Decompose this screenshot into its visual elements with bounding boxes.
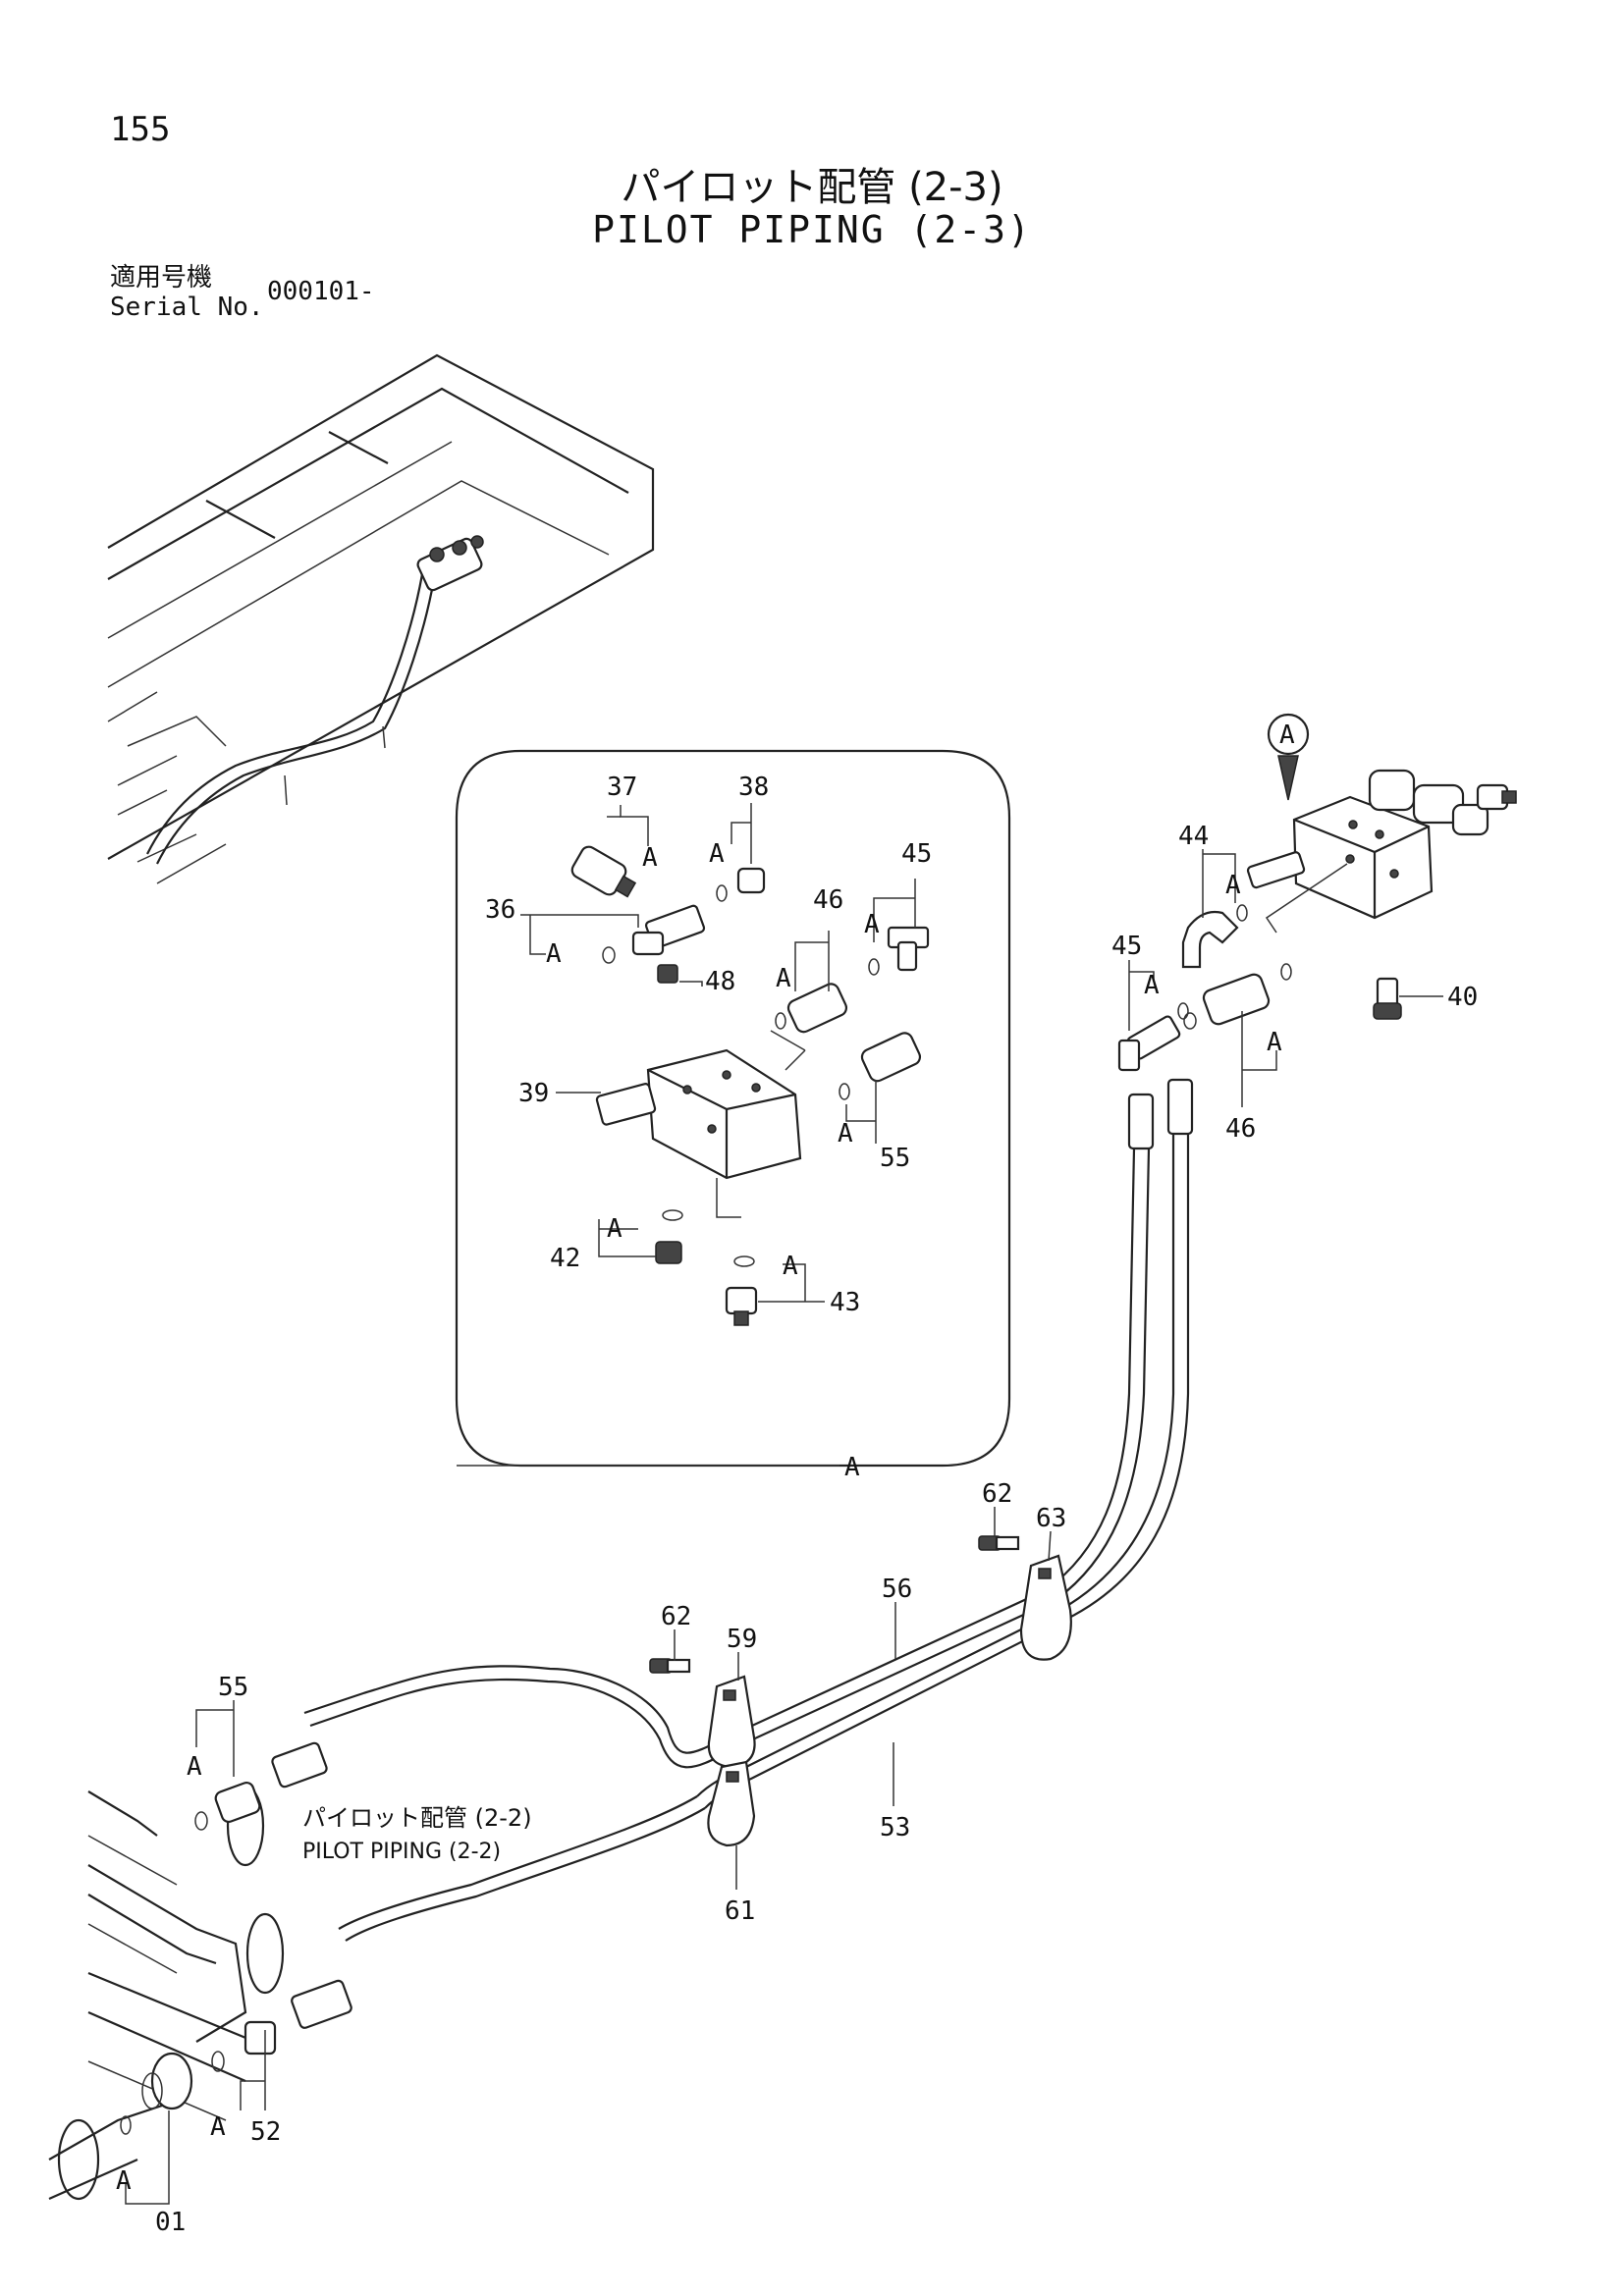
- serial-label-english: Serial No.: [110, 293, 264, 322]
- sub-label-a: A: [1144, 971, 1160, 1000]
- callout-46: 46: [1225, 1114, 1256, 1144]
- callout-44: 44: [1178, 822, 1209, 851]
- callout-45: 45: [1111, 932, 1142, 961]
- main-leaders: [125, 849, 1443, 2205]
- sub-label-a: A: [642, 843, 658, 873]
- sub-label-a: A: [116, 2166, 132, 2196]
- reference-note: パイロット配管 (2-2) PILOT PIPING (2-2): [302, 1804, 532, 1864]
- serial-number-value: 000101-: [267, 277, 375, 306]
- main-callout-labels: 44 45 40 46 62 63 56 62 59 53 61 55 52 0…: [155, 822, 1478, 2237]
- callout-52: 52: [250, 2117, 281, 2147]
- callout-62: 62: [661, 1602, 691, 1631]
- main-sub-labels: A A A A A A: [116, 871, 1282, 2196]
- callout-38: 38: [738, 773, 769, 802]
- callout-01: 01: [155, 2208, 186, 2237]
- detail-view-frame: [455, 749, 1011, 1468]
- view-marker-a: A: [1279, 721, 1295, 750]
- sub-label-a: A: [187, 1752, 202, 1782]
- callout-62: 62: [982, 1479, 1012, 1509]
- callout-63: 63: [1036, 1504, 1066, 1533]
- detail-parts: [570, 845, 930, 1326]
- sub-label-a: A: [1225, 871, 1241, 900]
- sub-label-a: A: [783, 1252, 798, 1281]
- callout-56: 56: [882, 1575, 912, 1604]
- detail-sub-labels: A A A A A A A A A A: [546, 721, 1295, 1482]
- callout-48: 48: [705, 967, 735, 996]
- callout-55: 55: [880, 1144, 910, 1173]
- detail-callout-labels: 37 38 36 48 46 45 39 55 42 43: [485, 773, 932, 1317]
- title-english: PILOT PIPING (2-3): [592, 208, 1032, 251]
- sub-label-a: A: [607, 1214, 623, 1244]
- callout-42: 42: [550, 1244, 580, 1273]
- sub-label-a: A: [546, 939, 562, 969]
- callout-45: 45: [901, 839, 932, 869]
- callout-40: 40: [1447, 983, 1478, 1012]
- callout-43: 43: [830, 1288, 860, 1317]
- lower-left-assembly: [48, 1741, 352, 2201]
- reference-english: PILOT PIPING (2-2): [302, 1840, 501, 1864]
- callout-53: 53: [880, 1813, 910, 1842]
- callout-36: 36: [485, 895, 515, 925]
- page-number: 155: [110, 110, 171, 149]
- sub-label-a: A: [776, 964, 791, 993]
- serial-label-japanese: 適用号機: [110, 263, 213, 293]
- machine-frame: [107, 353, 655, 884]
- detail-frame-label: A: [844, 1453, 860, 1482]
- callout-46: 46: [813, 885, 843, 915]
- hoses: [303, 1078, 1194, 1942]
- callout-55: 55: [218, 1673, 248, 1702]
- callout-37: 37: [607, 773, 637, 802]
- reference-japanese: パイロット配管 (2-2): [302, 1804, 532, 1832]
- clamps: [649, 1535, 1072, 1847]
- sub-label-a: A: [1267, 1028, 1282, 1057]
- sub-label-a: A: [210, 2112, 226, 2142]
- valve-assembly: [1117, 713, 1517, 1072]
- callout-59: 59: [727, 1625, 757, 1654]
- title-japanese: パイロット配管 (2-3): [621, 165, 1003, 210]
- sub-label-a: A: [709, 839, 725, 869]
- sub-label-a: A: [838, 1119, 853, 1148]
- callout-39: 39: [518, 1079, 549, 1108]
- callout-61: 61: [725, 1896, 755, 1926]
- sub-label-a: A: [864, 910, 880, 939]
- detail-leaders: [457, 803, 916, 1467]
